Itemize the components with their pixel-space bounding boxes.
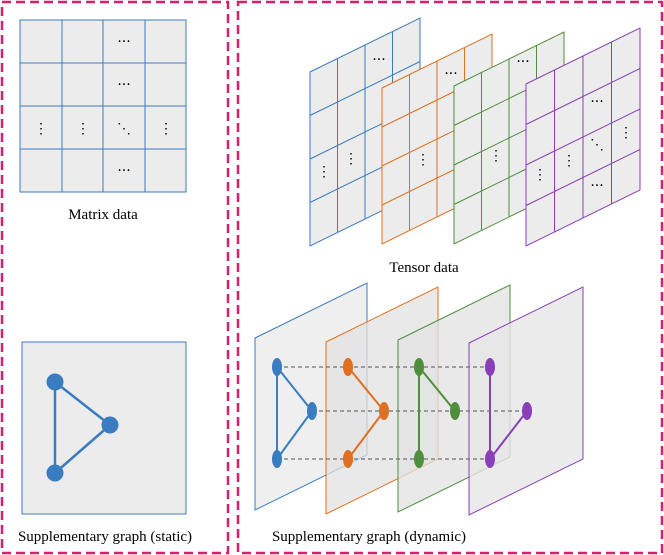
tensor-dots: ⋮ xyxy=(533,167,547,183)
dynamic-node xyxy=(343,450,353,468)
tensor-dots: ⋮ xyxy=(489,148,503,164)
right-panel-frame xyxy=(236,0,664,555)
tensor-dots: ⋮ xyxy=(344,151,358,167)
tensor-dots: ··· xyxy=(444,66,457,82)
tensor-dots: ⋮ xyxy=(416,152,430,168)
matrix-hdots-row2: ··· xyxy=(117,77,130,93)
matrix-grid xyxy=(19,19,187,193)
tensor-caption: Tensor data xyxy=(389,260,459,276)
dynamic-node xyxy=(522,402,532,420)
dynamic-graph-1 xyxy=(272,358,317,468)
static-graph xyxy=(46,373,119,482)
matrix-vdots-col1: ⋮ xyxy=(34,121,48,137)
dynamic-node xyxy=(414,358,424,376)
matrix-hdots-row4: ··· xyxy=(117,163,130,179)
matrix-caption: Matrix data xyxy=(68,207,138,223)
dynamic-node xyxy=(379,402,389,420)
tensor-dots: ··· xyxy=(516,54,529,70)
dynamic-layer-4 xyxy=(468,286,584,516)
matrix-ddots: ⋱ xyxy=(117,121,131,137)
tensor-dots: ··· xyxy=(590,178,603,194)
dynamic-graph-4 xyxy=(485,358,532,468)
matrix-vdots-col2: ⋮ xyxy=(76,121,90,137)
left-panel-frame xyxy=(0,0,230,555)
tensor-slice-4: ··· ⋮ ⋮ ⋱ ⋮ ··· xyxy=(525,27,641,247)
tensor-dots: ⋮ xyxy=(317,164,331,180)
dynamic-node xyxy=(272,358,282,376)
static-graph-caption: Supplementary graph (static) xyxy=(18,529,192,545)
dynamic-graph-2 xyxy=(343,358,389,468)
static-node xyxy=(46,464,64,482)
tensor-dots: ··· xyxy=(372,52,385,68)
dynamic-graph-caption: Supplementary graph (dynamic) xyxy=(272,529,466,545)
dynamic-node xyxy=(450,402,460,420)
tensor-dots: ··· xyxy=(590,94,603,110)
dynamic-node xyxy=(414,450,424,468)
dynamic-node xyxy=(272,450,282,468)
dynamic-graph-3 xyxy=(414,358,460,468)
dynamic-node xyxy=(343,358,353,376)
dynamic-node xyxy=(307,402,317,420)
dynamic-node xyxy=(485,358,495,376)
matrix-vdots-col4: ⋮ xyxy=(159,121,173,137)
matrix-hdots-row1: ··· xyxy=(117,34,130,50)
static-node xyxy=(101,416,119,434)
static-node xyxy=(46,373,64,391)
dynamic-node xyxy=(485,450,495,468)
tensor-dots: ⋮ xyxy=(619,125,633,141)
tensor-dots: ⋱ xyxy=(590,137,604,153)
tensor-dots: ⋮ xyxy=(562,153,576,169)
